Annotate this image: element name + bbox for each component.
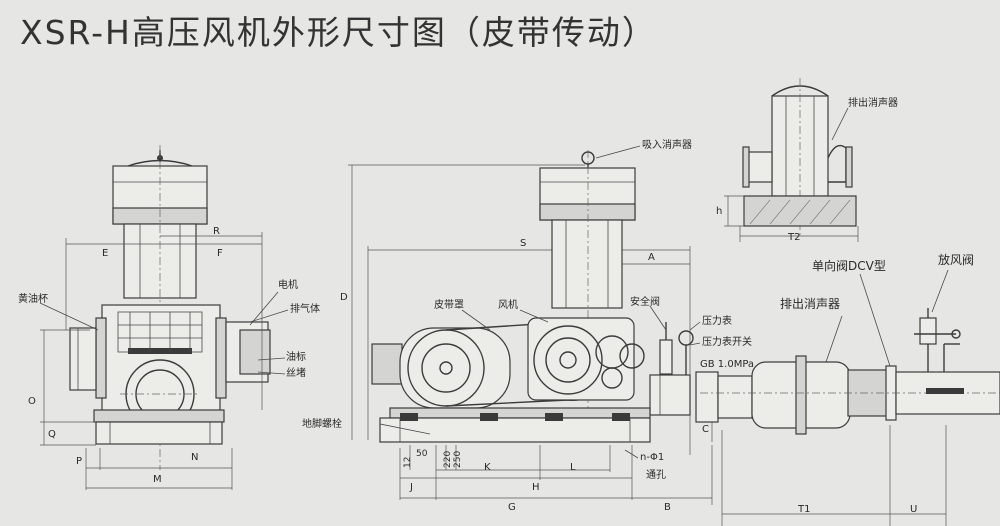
label-vent-valve: 放风阀	[938, 252, 974, 267]
drawing-title: XSR-H高压风机外形尺寸图（皮带传动）	[20, 13, 657, 52]
left-side-view: E F R O Q P N M 黄油杯 电机 排气体	[18, 145, 320, 490]
label-gb-spec: GB 1.0MPa	[700, 359, 754, 370]
label-through-hole: 通孔	[646, 469, 666, 481]
dim-g: G	[508, 502, 516, 513]
label-safety-valve: 安全阀	[630, 295, 660, 308]
blower-unit	[527, 317, 635, 401]
label-oil-mark: 油标	[286, 350, 306, 363]
dim-q: Q	[48, 429, 56, 440]
piping-view: 排出消声器 单向阀DCV型 放风阀 T1 U	[695, 252, 1000, 526]
dim-a: A	[648, 252, 655, 263]
dim-250: 250	[453, 451, 463, 468]
dim-m: M	[153, 474, 162, 485]
pressure-gauge	[678, 330, 694, 346]
label-anchor-bolt: 地脚螺栓	[302, 417, 342, 430]
common-base	[379, 417, 651, 443]
label-blower: 风机	[498, 298, 518, 311]
dim-t1: T1	[797, 504, 810, 515]
dim-t2: T2	[787, 232, 800, 243]
dim-b: B	[664, 502, 671, 513]
label-intake-silencer: 吸入消声器	[642, 138, 692, 151]
dim-50: 50	[416, 449, 428, 459]
intake-silencer-body	[551, 219, 623, 309]
dim-k: K	[484, 462, 491, 473]
dim-o: O	[28, 396, 36, 407]
dim-u: U	[910, 504, 917, 515]
label-belt-cover: 皮带罩	[434, 298, 464, 311]
dim-d: D	[340, 292, 348, 303]
exhaust-silencer-detail: h T2 排出消声器	[716, 78, 898, 243]
vent-valve	[919, 317, 937, 345]
dim-p: P	[76, 456, 82, 467]
label-pressure-gauge: 压力表	[702, 314, 732, 327]
label-gauge-switch: 压力表开关	[702, 335, 752, 348]
belt-cover	[399, 327, 511, 409]
dim-l: L	[570, 462, 576, 473]
base-frame	[95, 421, 223, 445]
label-exhaust-silencer: 排出消声器	[780, 297, 840, 311]
dim-s: S	[520, 238, 526, 249]
safety-valve	[659, 339, 673, 375]
label-plug: 丝堵	[286, 366, 306, 379]
dim-n: N	[191, 452, 198, 463]
front-view: D S A 吸入消声器	[302, 138, 754, 513]
dim-h-small: h	[716, 206, 722, 217]
dim-h: H	[532, 482, 540, 493]
dim-c: C	[702, 424, 709, 435]
label-motor: 电机	[278, 278, 298, 291]
label-grease-cup: 黄油杯	[18, 292, 48, 305]
dim-220: 220	[443, 451, 453, 468]
label-check-valve: 单向阀DCV型	[812, 258, 886, 273]
dim-12: 12	[403, 457, 413, 468]
foundation	[743, 195, 857, 227]
label-holes: n-Φ1	[640, 452, 664, 463]
label-exhaust-body: 排气体	[290, 302, 320, 315]
dim-j: J	[409, 482, 413, 493]
label-exhaust-silencer-top: 排出消声器	[848, 96, 898, 109]
dim-r: R	[213, 226, 220, 237]
dim-e: E	[102, 248, 108, 259]
dim-f: F	[217, 248, 223, 259]
